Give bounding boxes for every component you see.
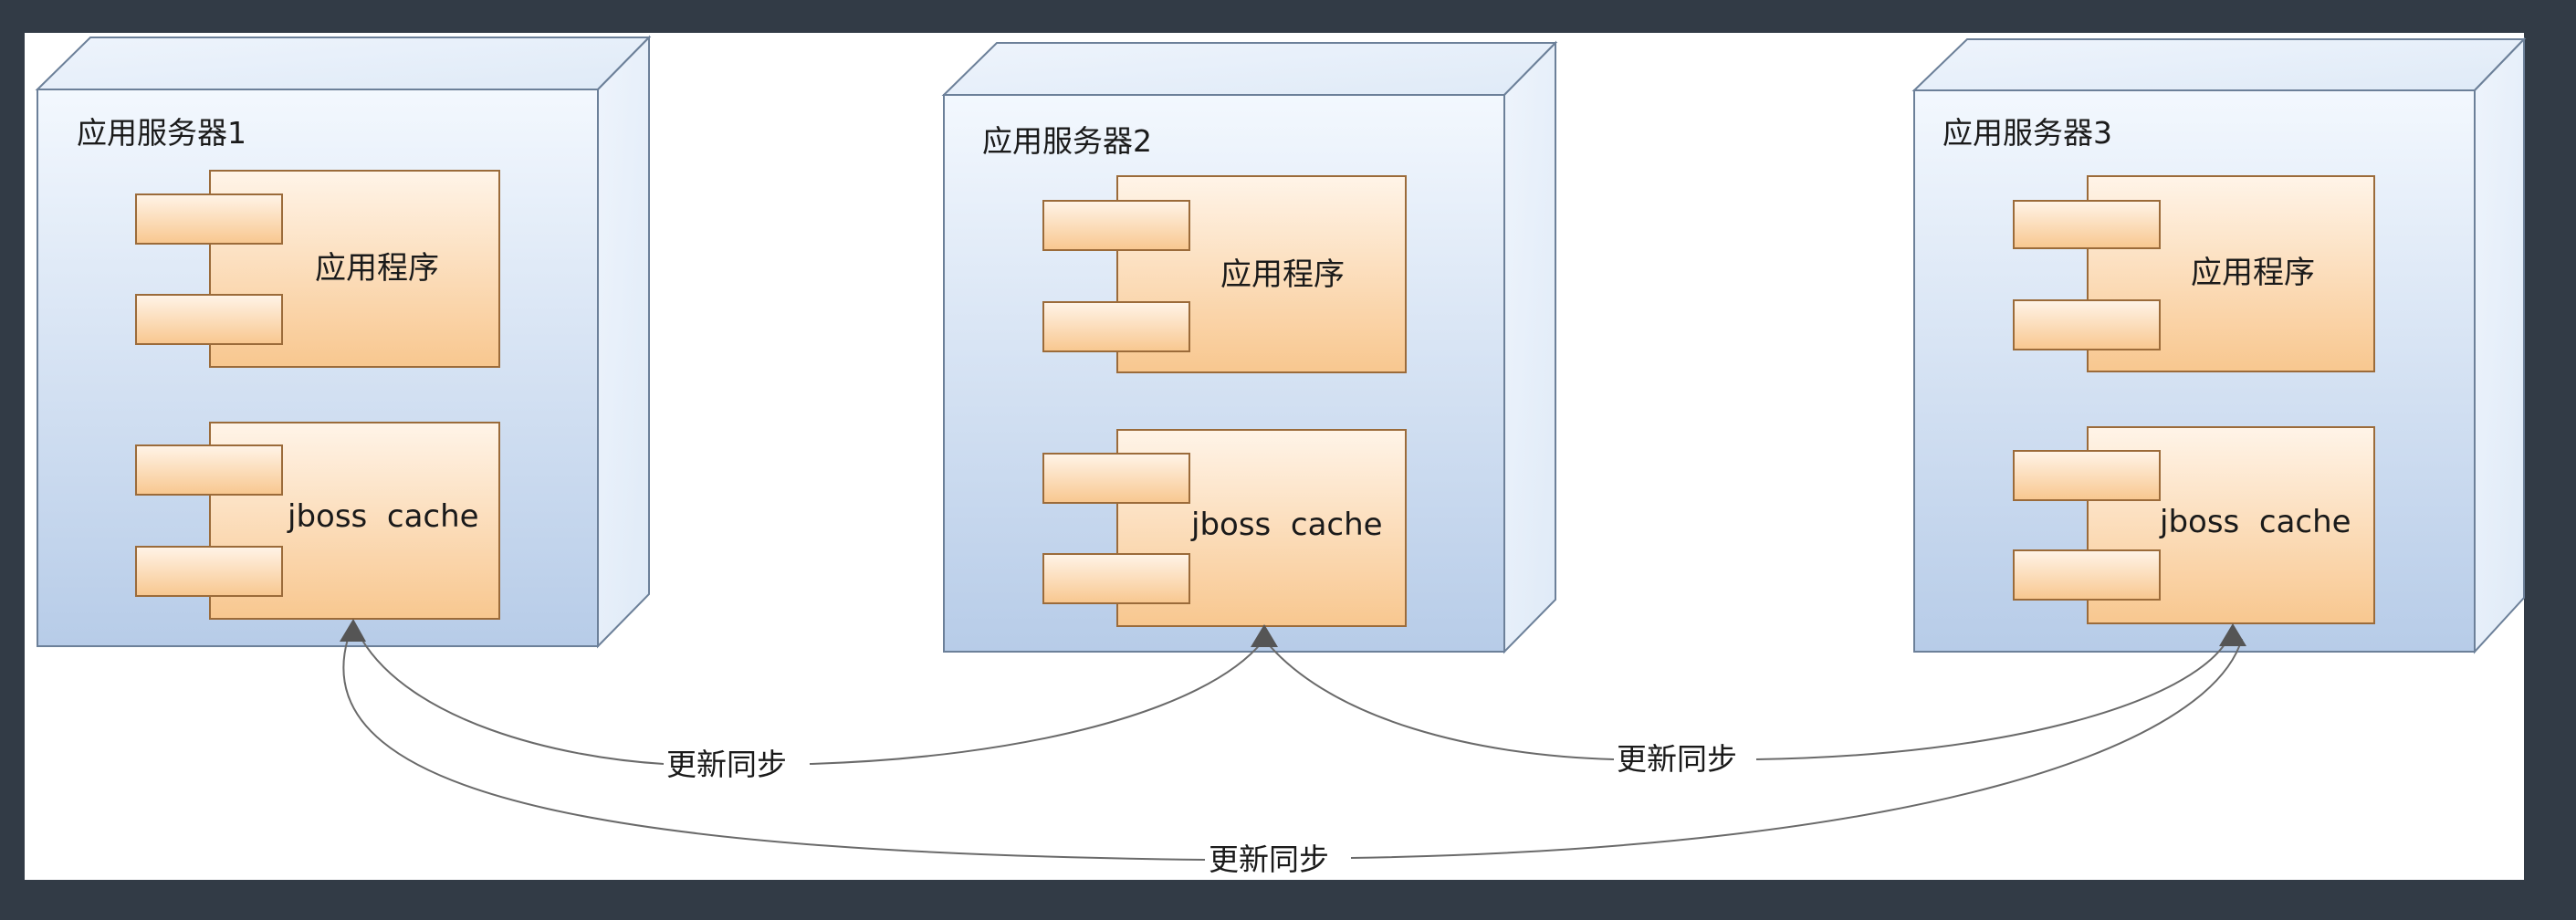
server-node-2-app-component[interactable]: 应用程序 (1042, 175, 1407, 373)
sync-connector-s1-s3[interactable] (342, 638, 2243, 861)
server-node-1-app-component[interactable]: 应用程序 (135, 170, 500, 368)
server-node-3-cache-label: jboss cache (2159, 504, 2351, 540)
sync-curve-s2-s3-left (1265, 641, 1615, 760)
sync-label-s1-s2: 更新同步 (666, 747, 787, 782)
sync-label-s2-s3: 更新同步 (1617, 741, 1737, 777)
sync-curve-s1-s3-right (1350, 638, 2243, 859)
sync-label-s1-s3: 更新同步 (1209, 842, 1329, 877)
component-port-top (2013, 450, 2161, 501)
component-port-bottom (2013, 549, 2161, 601)
server-node-1[interactable]: 应用服务器1 应用程序 jboss cache (35, 35, 652, 649)
server-node-1-cache-label: jboss cache (287, 498, 479, 535)
server-node-2-top-face (941, 42, 1558, 96)
component-port-bottom (135, 546, 283, 597)
component-port-top (135, 193, 283, 245)
server-node-2-title: 应用服务器2 (982, 123, 1152, 159)
server-node-3-cache-component[interactable]: jboss cache (2013, 426, 2375, 624)
arrowhead-server-3 (2219, 623, 2246, 646)
server-node-3-side-face (2474, 37, 2525, 654)
component-port-bottom (135, 294, 283, 345)
server-node-3[interactable]: 应用服务器3 应用程序 jboss cache (1911, 37, 2527, 654)
component-port-top (1042, 453, 1190, 504)
server-node-2-app-label: 应用程序 (1220, 256, 1345, 293)
sync-curve-s2-s3-right (1755, 638, 2229, 760)
server-node-1-top-face (35, 37, 652, 90)
server-node-3-app-component[interactable]: 应用程序 (2013, 175, 2375, 372)
sync-curve-s1-s3-left (342, 638, 1206, 861)
arrowhead-server-1 (340, 619, 366, 642)
sync-curve-s1-s2-right (809, 641, 1263, 765)
server-node-1-app-label: 应用程序 (315, 250, 439, 287)
server-node-2-cache-component[interactable]: jboss cache (1042, 429, 1407, 627)
server-node-3-title: 应用服务器3 (1942, 115, 2112, 151)
server-node-2[interactable]: 应用服务器2 应用程序 jboss cache (941, 40, 1558, 654)
sync-connector-s2-s3[interactable] (1265, 638, 2229, 760)
server-node-2-cache-label: jboss cache (1190, 507, 1383, 543)
server-node-3-top-face (1911, 38, 2527, 91)
server-node-3-app-label: 应用程序 (2191, 255, 2315, 291)
server-node-1-cache-component[interactable]: jboss cache (135, 422, 500, 620)
server-node-1-side-face (597, 35, 650, 649)
component-port-top (1042, 200, 1190, 251)
component-port-bottom (1042, 553, 1190, 604)
component-port-bottom (2013, 299, 2161, 350)
component-port-top (2013, 200, 2161, 249)
component-port-top (135, 444, 283, 496)
server-node-1-title: 应用服务器1 (77, 115, 246, 151)
server-node-2-side-face (1503, 40, 1556, 654)
component-port-bottom (1042, 301, 1190, 352)
arrowhead-server-2 (1251, 624, 1278, 647)
sync-connector-s1-s2[interactable] (361, 638, 1263, 765)
sync-curve-s1-s2-left (361, 638, 665, 765)
